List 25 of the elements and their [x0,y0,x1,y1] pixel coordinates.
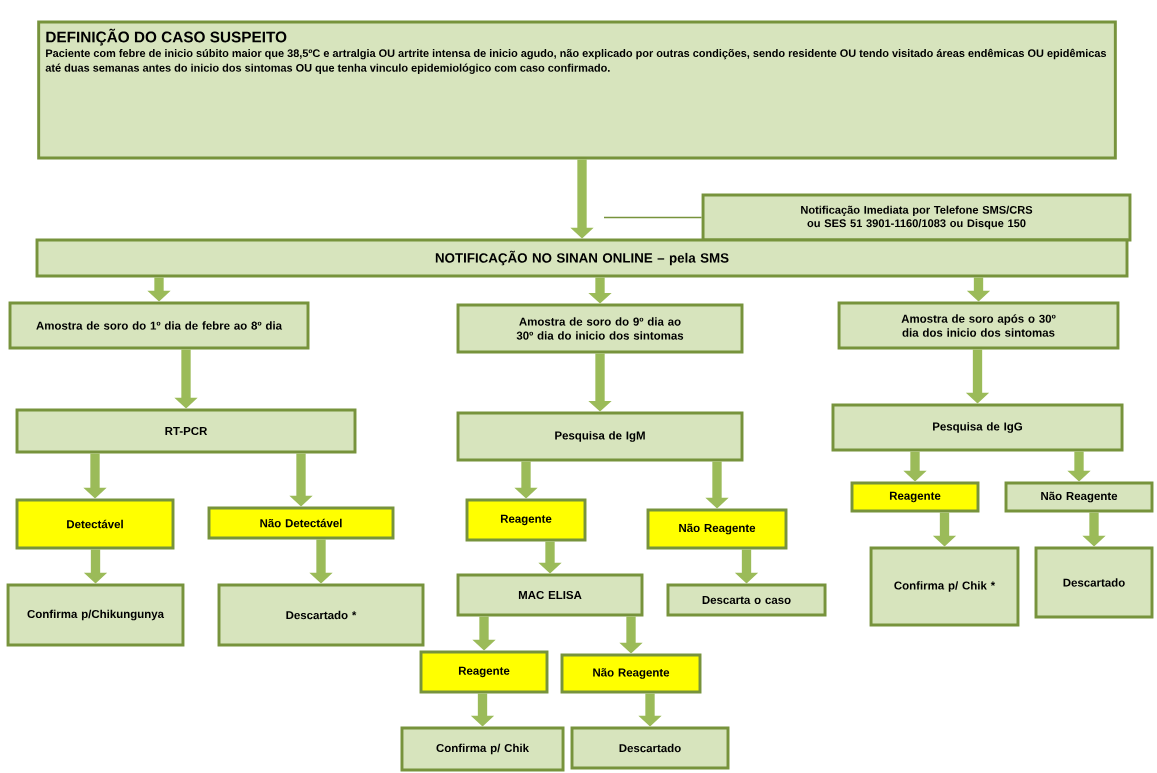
result-box: Reagente [419,650,549,694]
process-box: RT-PCR [15,408,357,454]
process-box: Descartado * [217,583,425,647]
note-box: Notificação Imediata por Telefone SMS/CRS ou SES 51 3901-1160/1083 ou Disque 150 [701,193,1132,242]
result-box: Reagente [850,481,980,513]
result-box: Não Reagente [560,653,702,694]
definition-box: DEFINIÇÃO DO CASO SUSPEITO Paciente com febre de inicio súbito maior que 38,5ºC e artralgia OU artrite intensa de inicio agudo, não explicado por outras condições, sendo residente OU tendo visitado áreas endêmicas OU epidêmicas até duas semanas antes do inicio dos sintomas OU que tenha vinculo epidemiológico com caso confirmado. [37,20,1117,160]
process-box: Confirma p/ Chik [400,726,565,772]
process-box: Descartado [570,726,730,770]
process-box: Amostra de soro do 1º dia de febre ao 8º dia [8,301,310,350]
process-box: Pesquisa de IgM [456,411,744,462]
process-box: Amostra de soro do 9º dia ao 30º dia do inicio dos sintomas [456,303,744,354]
process-box: Pesquisa de IgG [831,403,1124,452]
result-box: Detectável [15,498,175,550]
process-box: Não Reagente [1004,481,1154,513]
result-box: Reagente [465,498,587,542]
leader-line [603,216,703,219]
process-box: Confirma p/ Chik * [869,546,1020,627]
process-box: Descarta o caso [666,583,827,617]
process-box: Confirma p/Chikungunya [6,583,185,647]
result-box: Não Reagente [646,508,788,550]
process-box: MAC ELISA [456,573,644,617]
process-box: Descartado [1034,546,1154,619]
process-box: Amostra de soro após o 30º dia dos inicio dos sintomas [837,301,1120,350]
result-box: Não Detectável [207,506,395,540]
